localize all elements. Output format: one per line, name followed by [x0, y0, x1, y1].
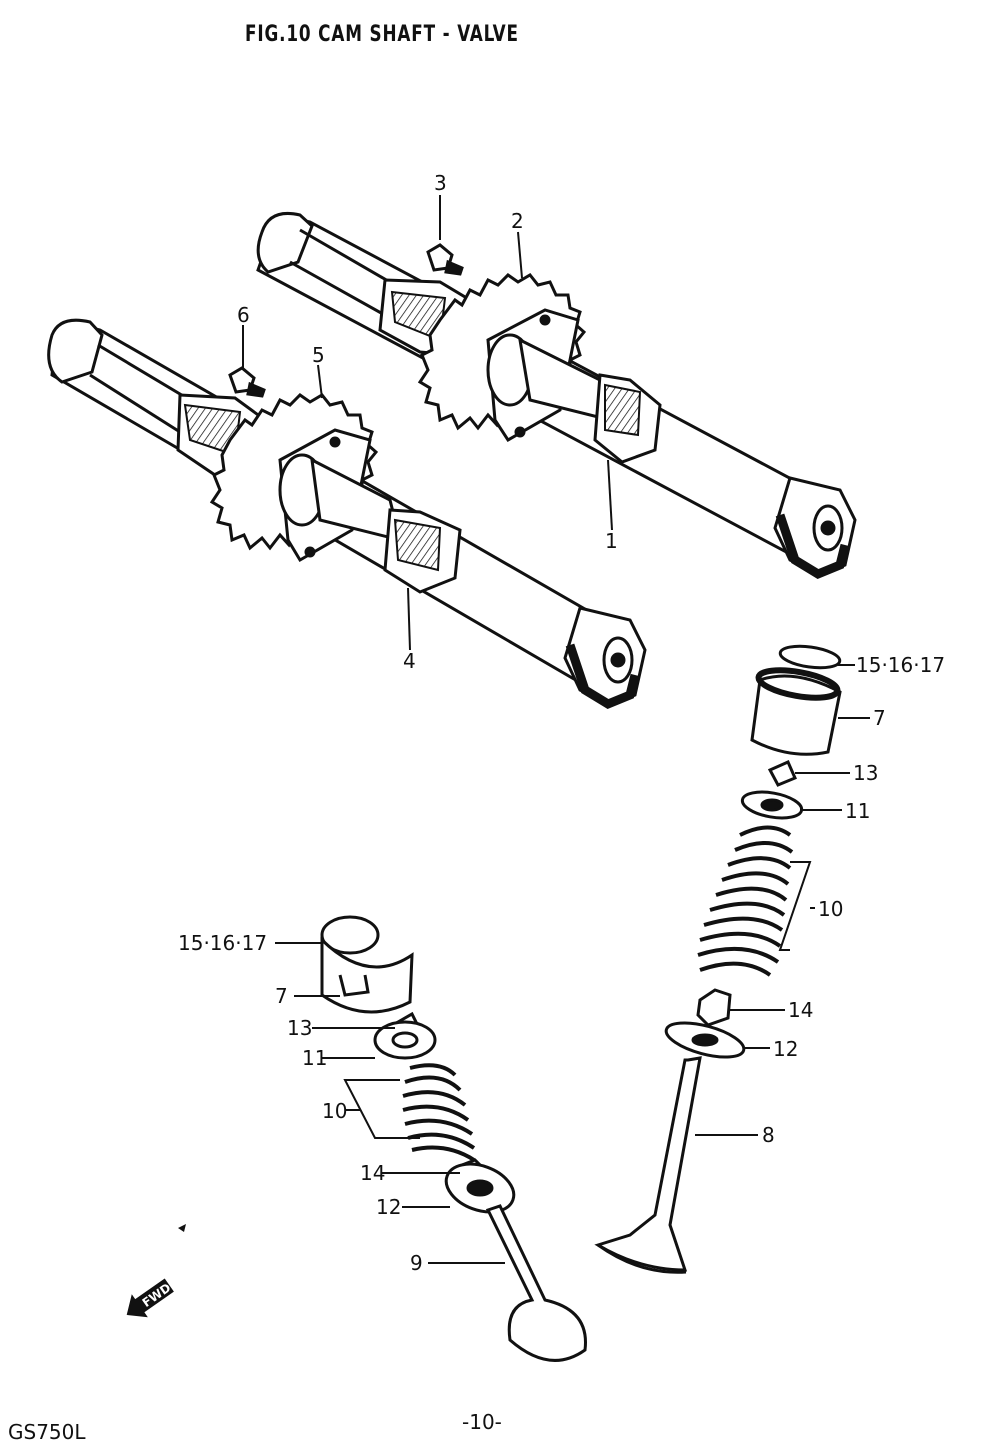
valve-exhaust-8: [594, 1056, 702, 1272]
cotter-right: [767, 760, 797, 787]
callout-left-seat: 12: [376, 1195, 401, 1219]
callout-right-seal: 14: [788, 998, 813, 1022]
callout-left-seal: 14: [360, 1161, 385, 1185]
callout-2: 2: [511, 209, 524, 233]
figure-title: FIG.10 CAM SHAFT - VALVE: [245, 22, 519, 47]
camshaft-intake: [47, 318, 647, 710]
callout-right-spring: 10: [818, 897, 843, 921]
callout-6: 6: [237, 303, 250, 327]
page-number: -10-: [462, 1410, 502, 1434]
valve-intake-9: [485, 1204, 587, 1362]
spring-left: [402, 1063, 476, 1162]
valve-assembly-right: [594, 644, 842, 1274]
shim-left: [320, 915, 380, 955]
callout-labels: 3 2 1 6 5 4 15·16·17 7 13 11 10 14 12 8 …: [178, 171, 945, 1275]
callout-5: 5: [312, 343, 325, 367]
callout-right-cotter: 13: [853, 761, 878, 785]
callout-1: 1: [605, 529, 618, 553]
callout-left-spring: 10: [322, 1099, 347, 1123]
shim-right: [778, 644, 842, 670]
sprocket-bolt-6: [228, 366, 266, 398]
sprocket-bolt-3: [426, 243, 464, 276]
leader-lines: [242, 195, 870, 1264]
callout-left-cotter: 13: [287, 1016, 312, 1040]
callout-right-valve: 8: [762, 1123, 775, 1147]
callout-right-seat: 12: [773, 1037, 798, 1061]
callout-right-tappet: 7: [873, 706, 886, 730]
forward-arrow-icon: FWD: [126, 1278, 174, 1318]
callout-left-valve: 9: [410, 1251, 423, 1275]
spring-right: [697, 825, 794, 977]
callout-left-tappet: 7: [275, 984, 288, 1008]
stem-seal-right: [696, 988, 732, 1027]
valve-assembly-left: [320, 915, 587, 1362]
callout-3: 3: [434, 171, 447, 195]
callout-left-shim: 15·16·17: [178, 931, 267, 955]
camshaft-exhaust: [256, 211, 857, 580]
model-code: GS750L: [8, 1420, 86, 1444]
callout-right-shim: 15·16·17: [856, 653, 945, 677]
stray-mark: [178, 1224, 186, 1232]
callout-4: 4: [403, 649, 416, 673]
callout-right-retainer: 11: [845, 799, 870, 823]
callout-left-retainer: 11: [302, 1046, 327, 1070]
